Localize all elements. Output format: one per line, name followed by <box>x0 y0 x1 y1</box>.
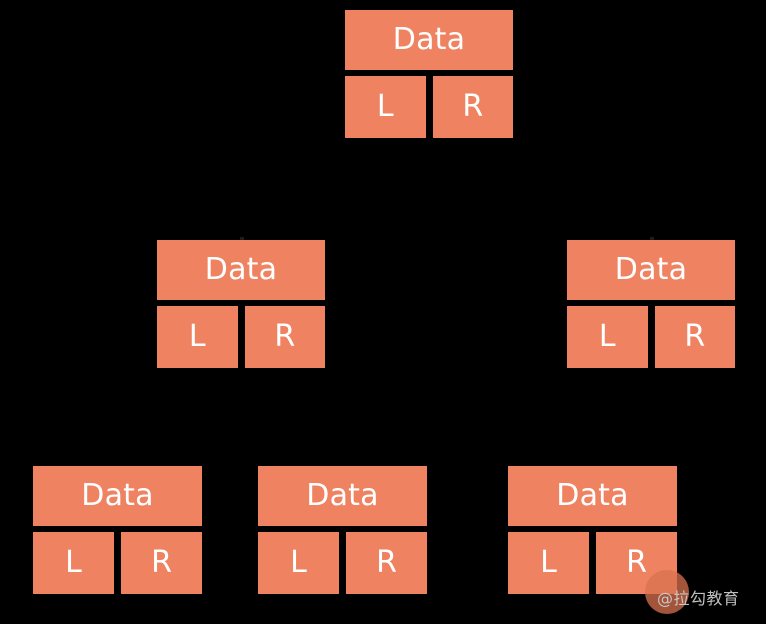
node-left-pointer: L <box>567 306 648 368</box>
node-data-cell: Data <box>157 240 325 300</box>
node-pointer-row: L R <box>258 532 427 594</box>
node-right-pointer: R <box>596 532 677 594</box>
node-data-cell: Data <box>258 466 427 526</box>
connector-stub-level2-right <box>650 237 654 240</box>
node-left-pointer: L <box>345 76 426 138</box>
tree-node-level3-middle: Data L R <box>258 466 427 594</box>
node-right-pointer: R <box>244 306 325 368</box>
node-left-pointer: L <box>258 532 339 594</box>
node-data-cell: Data <box>567 240 735 300</box>
watermark-text: @拉勾教育 <box>657 589 740 608</box>
node-right-pointer: R <box>432 76 513 138</box>
tree-node-level2-left: Data L R <box>157 240 325 368</box>
connector-stub-level2-left <box>240 237 244 240</box>
node-right-pointer: R <box>121 532 202 594</box>
node-pointer-row: L R <box>157 306 325 368</box>
node-pointer-row: L R <box>33 532 202 594</box>
node-data-cell: Data <box>345 10 513 70</box>
node-data-cell: Data <box>508 466 677 526</box>
tree-node-level3-left: Data L R <box>33 466 202 594</box>
node-left-pointer: L <box>157 306 238 368</box>
tree-node-root: Data L R <box>345 10 513 138</box>
node-data-cell: Data <box>33 466 202 526</box>
node-right-pointer: R <box>654 306 735 368</box>
node-pointer-row: L R <box>567 306 735 368</box>
node-left-pointer: L <box>508 532 589 594</box>
watermark-blob <box>645 570 689 614</box>
tree-node-level3-right: Data L R <box>508 466 677 594</box>
node-left-pointer: L <box>33 532 114 594</box>
node-right-pointer: R <box>346 532 427 594</box>
node-pointer-row: L R <box>508 532 677 594</box>
node-pointer-row: L R <box>345 76 513 138</box>
tree-node-level2-right: Data L R <box>567 240 735 368</box>
